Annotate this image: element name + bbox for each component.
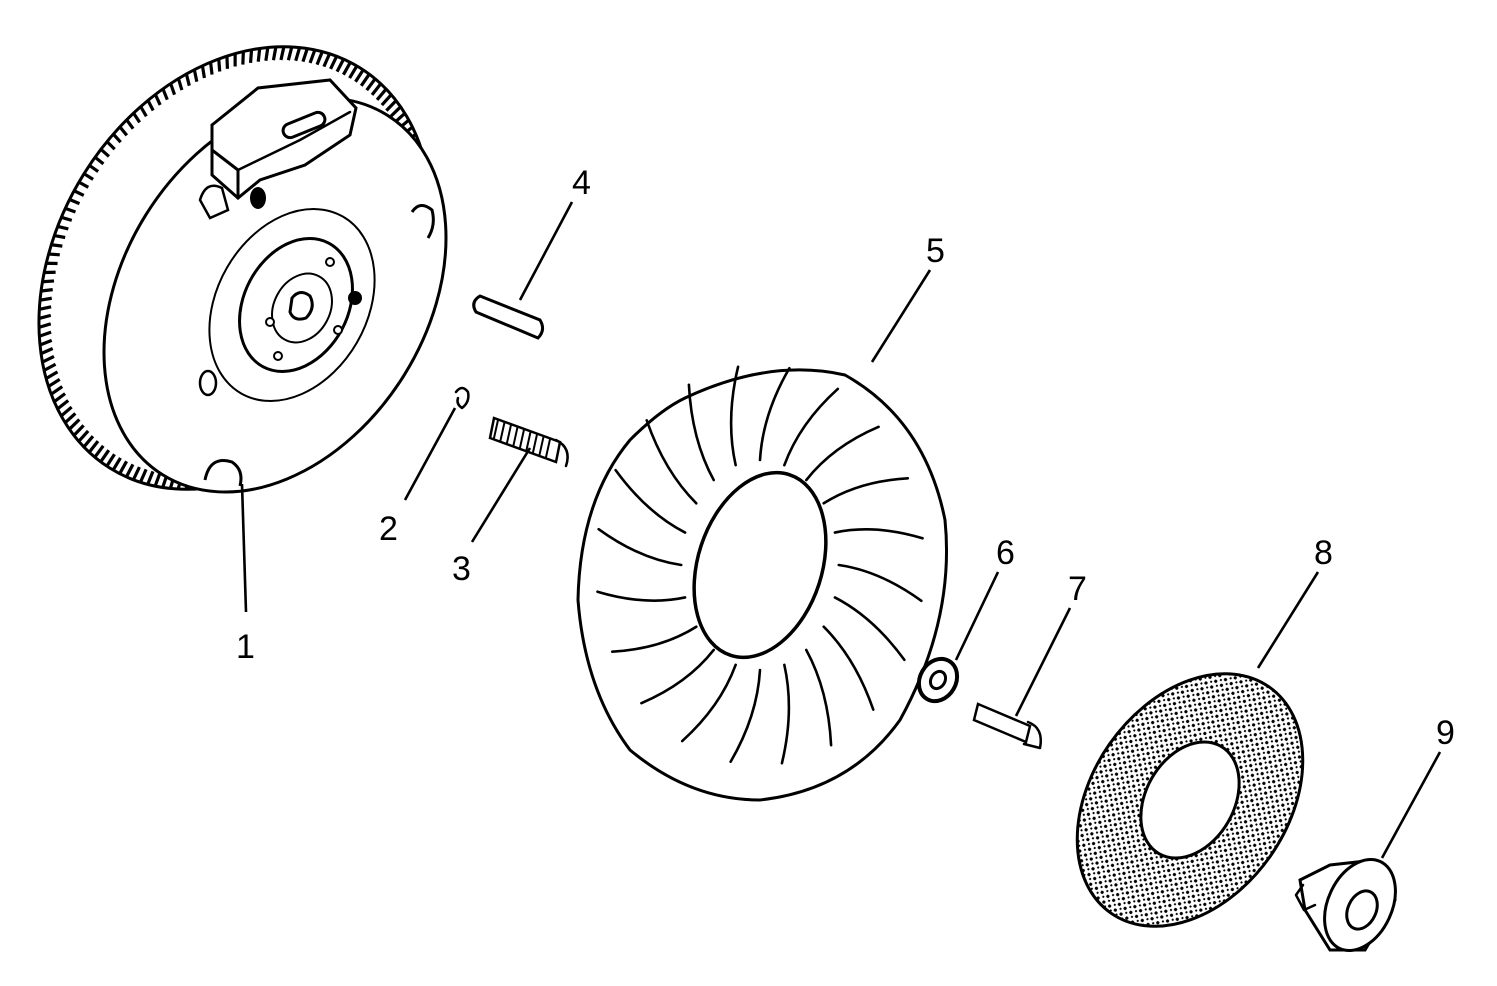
screen-disc (1075, 672, 1305, 928)
threaded-stud (488, 416, 569, 468)
callout-2: 2 (379, 510, 398, 548)
callout-4: 4 (572, 164, 591, 202)
dowel-pin (472, 294, 545, 340)
cooling-fan (576, 365, 949, 802)
callout-9: 9 (1436, 714, 1455, 752)
callout-6: 6 (996, 534, 1015, 572)
callout-3: 3 (452, 550, 471, 588)
small-pin (454, 386, 470, 410)
flywheel (37, 45, 448, 494)
callout-7: 7 (1068, 570, 1087, 608)
retainer-hub (1294, 857, 1397, 953)
callout-8: 8 (1314, 534, 1333, 572)
callout-labels: 1 2 3 4 5 6 7 8 9 (236, 164, 1455, 752)
screw (972, 702, 1042, 750)
leader-lines (240, 201, 1442, 859)
washer (916, 656, 960, 704)
callout-1: 1 (236, 628, 255, 666)
callout-5: 5 (926, 232, 945, 270)
